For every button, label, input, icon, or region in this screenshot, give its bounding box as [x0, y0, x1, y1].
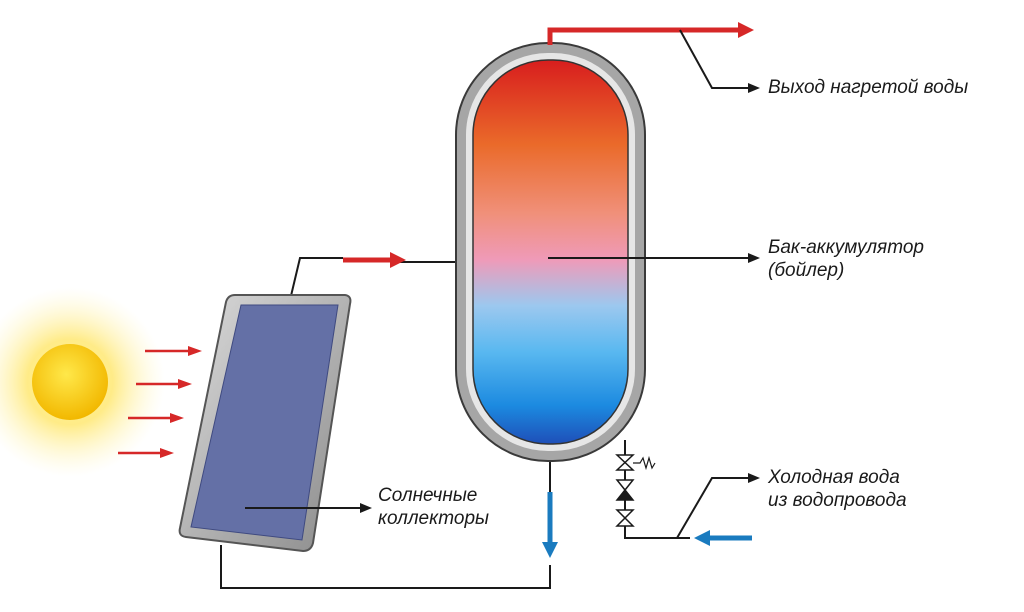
cold-water-label-line2: из водопровода	[768, 490, 907, 511]
hot-water-outlet-label: Выход нагретой воды	[768, 76, 968, 99]
cold-water-supply-pipe	[624, 440, 690, 539]
collector-circuit-pipes	[220, 257, 551, 589]
collectors-label-line2: коллекторы	[378, 508, 490, 529]
sun-rays	[118, 346, 202, 458]
hot-flow-arrow	[343, 252, 406, 268]
collectors-label-line1: Солнечные	[378, 485, 478, 506]
storage-tank	[455, 42, 646, 462]
cold-return-flow-arrow	[542, 492, 558, 558]
tank-label-line1: Бак-аккумулятор	[768, 237, 924, 258]
check-valve-icon	[615, 479, 635, 501]
hot-water-outlet-text: Выход нагретой воды	[768, 77, 969, 98]
sun-icon	[0, 287, 165, 477]
safety-valve-icon	[615, 454, 656, 471]
tank-label: Бак-аккумулятор (бойлер)	[768, 236, 924, 282]
collector-outlet-pipe	[289, 257, 343, 301]
sun-ray-arrow-4	[118, 448, 174, 458]
hot-outlet-label-leader	[679, 29, 760, 93]
cold-water-label-leader	[676, 473, 760, 539]
sun-ray-arrow-1	[145, 346, 202, 356]
sun-ray-arrow-2	[136, 379, 192, 389]
cold-water-label-line1: Холодная вода	[768, 467, 900, 488]
collectors-label: Солнечные коллекторы	[378, 484, 489, 530]
collector-return-pipe	[220, 545, 551, 589]
cold-water-label: Холодная вода из водопровода	[768, 466, 907, 512]
shutoff-valve-icon	[615, 509, 635, 527]
collectors-label-leader	[245, 503, 372, 513]
cold-inflow-arrow	[694, 530, 752, 546]
tank-label-line2: (бойлер)	[768, 260, 845, 281]
hot-water-outlet-pipe	[547, 22, 754, 45]
tank-label-leader	[548, 253, 760, 263]
solar-collector-panel	[178, 294, 352, 553]
sun-ray-arrow-3	[128, 413, 184, 423]
